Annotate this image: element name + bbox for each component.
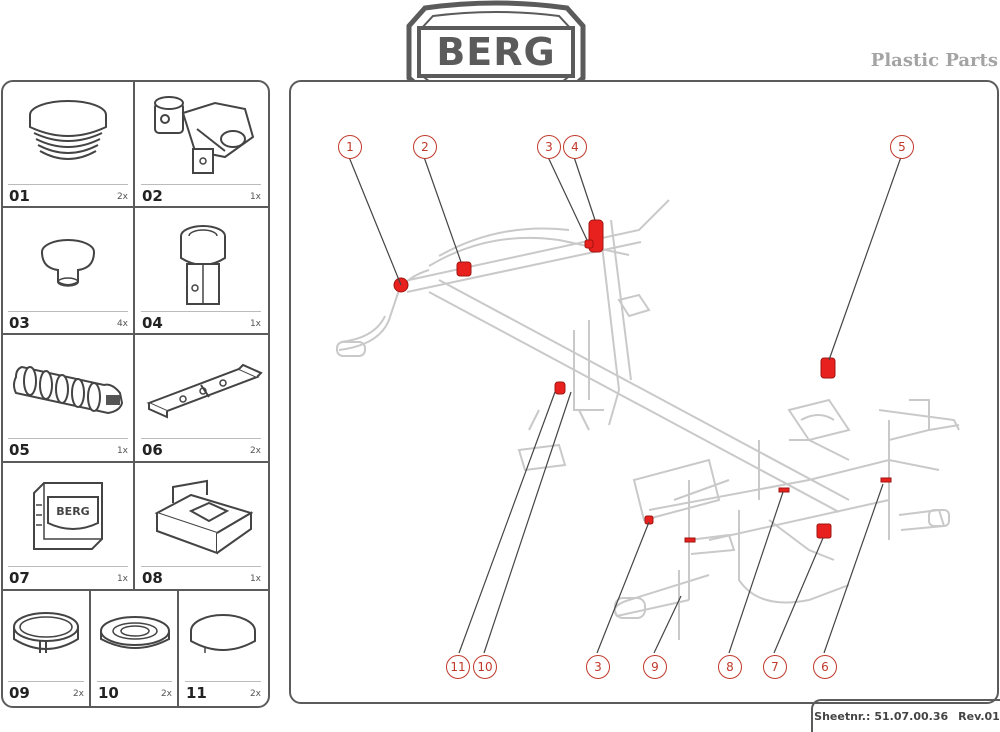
part-number: 03: [9, 314, 30, 332]
callout-5[interactable]: 5: [890, 135, 914, 159]
callout-8[interactable]: 8: [718, 655, 742, 679]
callout-11[interactable]: 11: [446, 655, 470, 679]
part-number: 09: [9, 684, 30, 702]
part-quantity: 1x: [249, 319, 261, 329]
part-number: 05: [9, 441, 30, 459]
sheet-revision: Rev.01: [958, 710, 1000, 723]
part-number: 06: [142, 441, 163, 459]
seat-holder-icon: [154, 479, 254, 555]
part-quantity: 2x: [116, 192, 128, 202]
part-cell-10[interactable]: 10 2x: [91, 591, 178, 705]
logo-cap-icon: BERG: [33, 482, 103, 550]
part-quantity: 1x: [249, 192, 261, 202]
part-10-highlight: [684, 537, 696, 543]
part-cell-05[interactable]: 05 1x: [2, 335, 134, 461]
parts-grid: [1, 80, 268, 706]
part-number: 04: [142, 314, 163, 332]
part-2-highlight: [456, 261, 472, 277]
part-quantity: 1x: [116, 446, 128, 456]
sheet-label: Sheetnr.:: [814, 710, 871, 723]
end-cap-icon: [29, 100, 107, 160]
go-kart-diagram: [336, 156, 960, 654]
tube-connector-icon: [154, 96, 255, 174]
callout-9[interactable]: 9: [643, 655, 667, 679]
part-quantity: 2x: [249, 689, 261, 699]
part-5-highlight: [820, 357, 836, 379]
part-8-highlight: [778, 487, 790, 493]
part-quantity: 2x: [72, 689, 84, 699]
part-cell-08[interactable]: 08 1x: [135, 463, 267, 589]
callout-3b[interactable]: 3: [586, 655, 610, 679]
split-ring-icon: [13, 612, 79, 653]
callout-1[interactable]: 1: [338, 135, 362, 159]
part-number: 02: [142, 187, 163, 205]
part-cell-02[interactable]: 02 1x: [135, 81, 267, 207]
part-number: 01: [9, 187, 30, 205]
part-cell-06[interactable]: 06 2x: [135, 335, 267, 461]
callout-10[interactable]: 10: [473, 655, 497, 679]
part-quantity: 1x: [249, 574, 261, 584]
page-title: Plastic Parts: [870, 50, 998, 71]
sheet-info: Sheetnr.: 51.07.00.36 Rev.01: [811, 699, 1000, 732]
part-quantity: 4x: [116, 319, 128, 329]
bearing-ring-icon: [100, 616, 170, 649]
callout-7[interactable]: 7: [763, 655, 787, 679]
part-quantity: 2x: [160, 689, 172, 699]
callout-4[interactable]: 4: [563, 135, 587, 159]
part-number: 07: [9, 569, 30, 587]
part-number: 08: [142, 569, 163, 587]
part-6-highlight: [880, 477, 892, 483]
callout-3[interactable]: 3: [537, 135, 561, 159]
dome-cap-icon: [190, 614, 256, 653]
part-11-highlight: [554, 381, 566, 395]
part-quantity: 2x: [249, 446, 261, 456]
part-cell-03[interactable]: 03 4x: [2, 208, 134, 334]
diagram-panel: [289, 80, 999, 704]
bracket-plate-icon: [146, 363, 263, 419]
part-number: 10: [98, 684, 119, 702]
part-7-highlight: [816, 523, 832, 539]
part-cell-09[interactable]: 09 2x: [2, 591, 90, 705]
clamp-icon: [180, 225, 226, 305]
callout-6[interactable]: 6: [813, 655, 837, 679]
round-plug-icon: [41, 239, 95, 287]
part-cell-01[interactable]: 01 2x: [2, 81, 134, 207]
sheet-number: 51.07.00.36: [874, 710, 949, 723]
callout-2[interactable]: 2: [413, 135, 437, 159]
part-quantity: 1x: [116, 574, 128, 584]
handle-grip-icon: [13, 365, 124, 415]
logo-text: BERG: [436, 30, 556, 74]
part-cell-04[interactable]: 04 1x: [135, 208, 267, 334]
logo-cap-text: BERG: [56, 505, 89, 518]
part-number: 11: [186, 684, 207, 702]
part-cell-11[interactable]: 11 2x: [179, 591, 267, 705]
part-3-highlight: [584, 239, 594, 249]
part-cell-07[interactable]: BERG 07 1x: [2, 463, 134, 589]
part-3b-highlight: [644, 515, 654, 525]
